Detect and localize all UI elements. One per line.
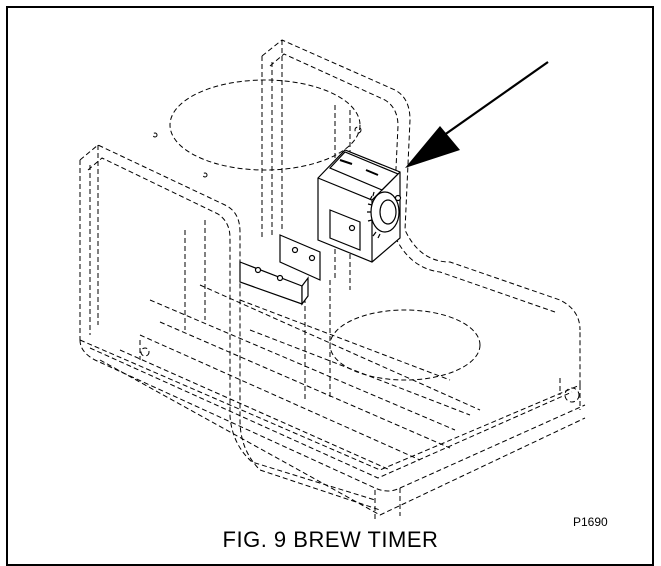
back-panel-outline — [261, 39, 581, 331]
lower-ellipse — [329, 309, 481, 381]
top-ellipse — [169, 79, 361, 171]
plate-number: P1690 — [573, 515, 608, 529]
mounting-bracket-2 — [279, 234, 321, 281]
mounting-bracket-1 — [329, 209, 361, 251]
pointer-arrowhead — [405, 126, 460, 168]
left-upright-outline — [79, 144, 381, 511]
base-frame-outline — [79, 330, 581, 471]
figure-caption: FIG. 9 BREW TIMER — [222, 527, 439, 552]
pointer-arrow-shaft — [429, 61, 549, 146]
timer-dial-knurl — [367, 191, 381, 239]
brew-timer-isometric-drawing — [79, 39, 586, 520]
